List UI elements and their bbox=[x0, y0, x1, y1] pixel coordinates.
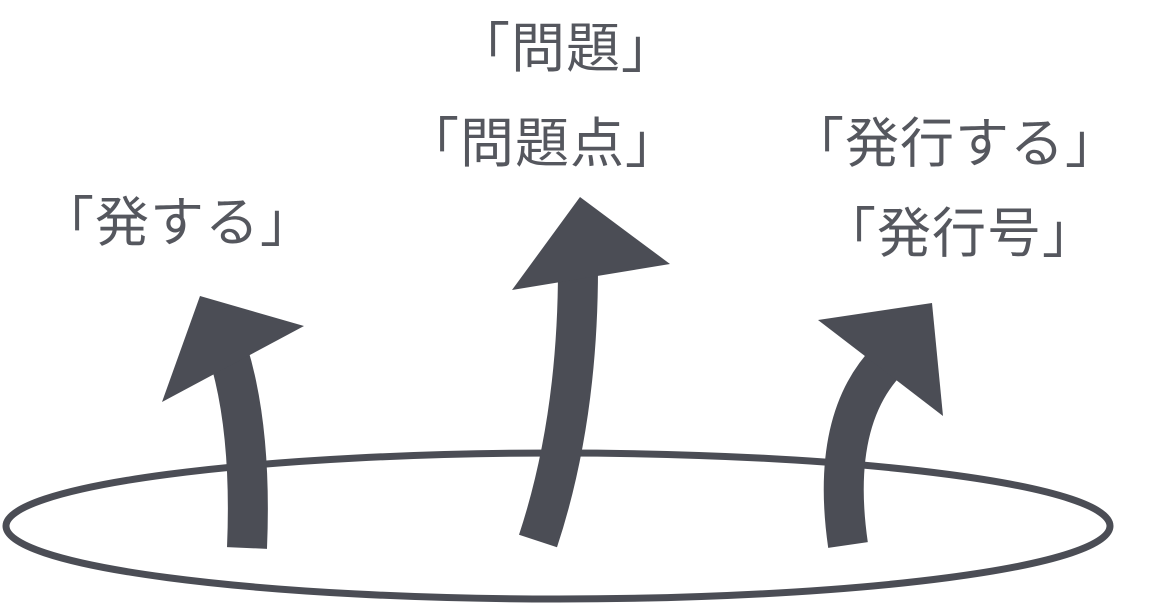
label-mondaiten: 「問題点」 bbox=[405, 112, 680, 175]
label-hakkougou: 「発行号」 bbox=[822, 202, 1097, 265]
center-arrow-head bbox=[512, 197, 670, 290]
left-arrow bbox=[162, 296, 304, 549]
right-arrow-shaft bbox=[823, 346, 903, 548]
center-arrow bbox=[512, 197, 670, 548]
label-hassuru: 「発する」 bbox=[40, 191, 315, 254]
right-arrow-head bbox=[818, 303, 943, 416]
center-arrow-shaft bbox=[519, 267, 598, 548]
left-arrow-shaft bbox=[208, 346, 268, 549]
label-hakkousuru: 「発行する」 bbox=[790, 112, 1120, 175]
right-arrow bbox=[818, 303, 943, 548]
label-mondai: 「問題」 bbox=[456, 17, 676, 80]
left-arrow-head bbox=[162, 296, 304, 402]
